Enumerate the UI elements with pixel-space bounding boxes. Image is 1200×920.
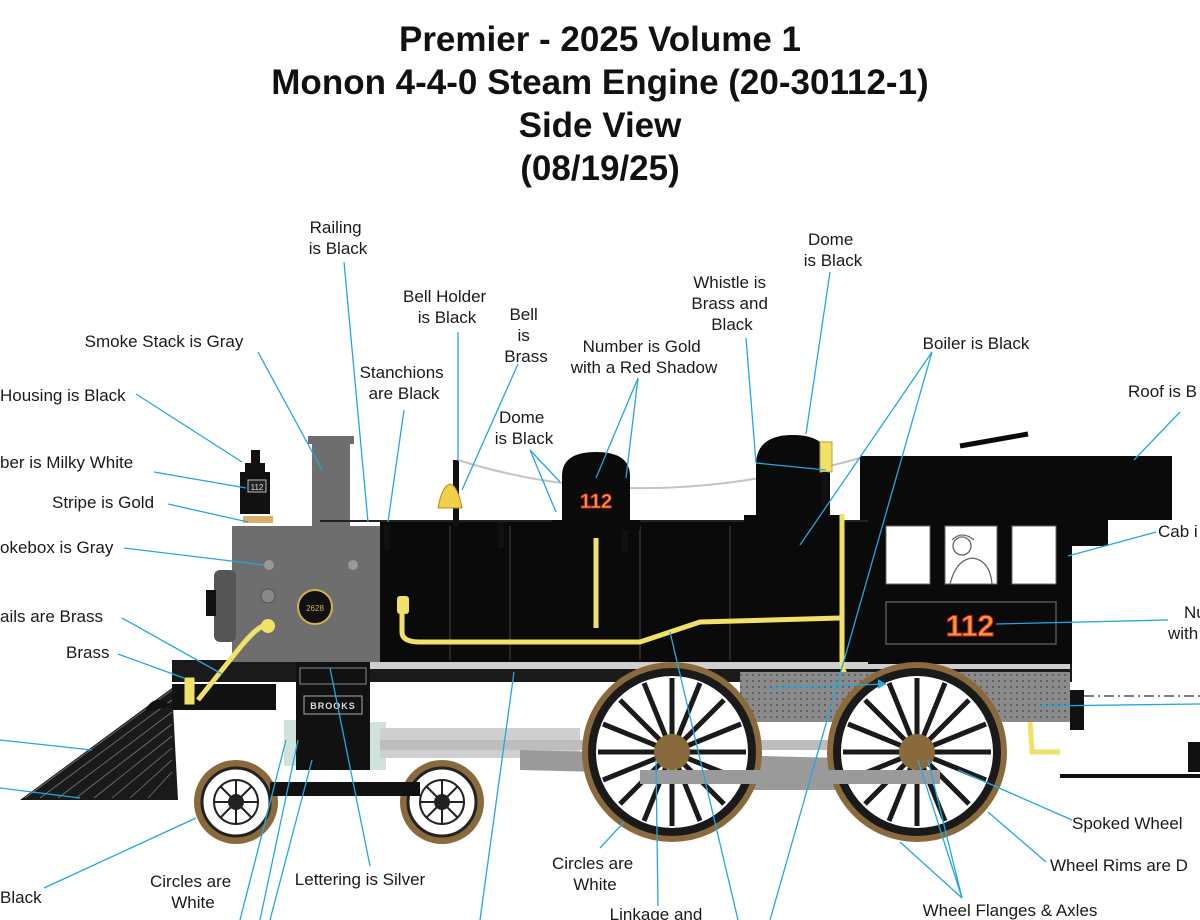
callout-labels: Railing is Black Dome is Black Whistle i… bbox=[0, 218, 1200, 920]
title-line-3: Side View bbox=[518, 106, 682, 145]
label-housing: Housing is Black bbox=[0, 386, 126, 405]
engineer-figure bbox=[949, 534, 993, 585]
label-roof: Roof is B bbox=[1128, 382, 1197, 401]
headlight: 112 bbox=[240, 450, 273, 523]
label-bell-holder: Bell Holder is Black bbox=[403, 287, 491, 327]
label-cab: Cab i bbox=[1158, 522, 1198, 541]
cab-number: 112 bbox=[946, 610, 994, 643]
label-number-milky: ber is Milky White bbox=[0, 453, 133, 472]
cab: 112 bbox=[860, 431, 1172, 664]
driving-wheel-2 bbox=[827, 662, 1007, 842]
cab-window-1 bbox=[885, 525, 931, 585]
label-dome-left: Dome is Black bbox=[495, 408, 554, 448]
whistle bbox=[819, 441, 833, 506]
label-linkage: Linkage and bbox=[610, 905, 703, 920]
stanchions bbox=[384, 522, 628, 552]
label-cab-number: Nu with bbox=[1167, 603, 1200, 643]
label-wheel-rims: Wheel Rims are D bbox=[1050, 856, 1188, 875]
driving-wheel-1 bbox=[582, 662, 762, 842]
label-circles-right: Circles are White bbox=[552, 854, 638, 894]
label-spoked-wheel: Spoked Wheel bbox=[1072, 814, 1183, 833]
label-whistle: Whistle is Brass and Black bbox=[691, 273, 772, 334]
title-line-4: (08/19/25) bbox=[520, 149, 680, 188]
title-line-2: Monon 4-4-0 Steam Engine (20-30112-1) bbox=[271, 63, 929, 102]
leading-wheel-1 bbox=[194, 760, 278, 844]
label-stanchions: Stanchions are Black bbox=[360, 363, 449, 403]
dome-left: 112 bbox=[552, 452, 640, 530]
running-board bbox=[370, 660, 1070, 669]
label-smoke-stack: Smoke Stack is Gray bbox=[85, 332, 244, 351]
drawbar bbox=[1060, 690, 1200, 778]
label-smokebox: okebox is Gray bbox=[0, 538, 114, 557]
label-lettering: Lettering is Silver bbox=[295, 870, 426, 889]
label-dome-right: Dome is Black bbox=[804, 230, 863, 270]
builder-plate: BROOKS bbox=[310, 701, 356, 711]
headlight-number: 112 bbox=[251, 483, 264, 492]
label-brass: Brass bbox=[66, 643, 109, 662]
label-black-bottom-left: Black bbox=[0, 888, 42, 907]
herald-emblem bbox=[297, 589, 333, 625]
smokebox: 2628 bbox=[206, 526, 382, 662]
label-circles-left: Circles are White bbox=[150, 872, 236, 912]
label-boiler: Boiler is Black bbox=[923, 334, 1030, 353]
leading-wheel-2 bbox=[400, 760, 484, 844]
smoke-stack bbox=[308, 436, 354, 528]
label-bell: Bell is Brass bbox=[504, 305, 547, 366]
herald-number: 2628 bbox=[306, 604, 324, 613]
label-rails-brass: ails are Brass bbox=[0, 607, 103, 626]
label-railing: Railing is Black bbox=[309, 218, 368, 258]
bell bbox=[437, 460, 463, 526]
dome-number: 112 bbox=[580, 491, 612, 513]
dome-right bbox=[744, 435, 842, 527]
title-line-1: Premier - 2025 Volume 1 bbox=[398, 20, 802, 59]
label-stripe: Stripe is Gold bbox=[52, 493, 154, 512]
boiler bbox=[380, 522, 882, 662]
headlight-stripe bbox=[243, 516, 273, 523]
leader-lines bbox=[0, 261, 1200, 920]
cab-window-3 bbox=[1011, 525, 1057, 585]
title-block: Premier - 2025 Volume 1 Monon 4-4-0 Stea… bbox=[0, 18, 1200, 190]
label-number-gold: Number is Gold with a Red Shadow bbox=[570, 337, 718, 377]
locomotive: 2628 112 bbox=[20, 431, 1200, 844]
label-wheel-flanges: Wheel Flanges & Axles bbox=[923, 901, 1098, 920]
